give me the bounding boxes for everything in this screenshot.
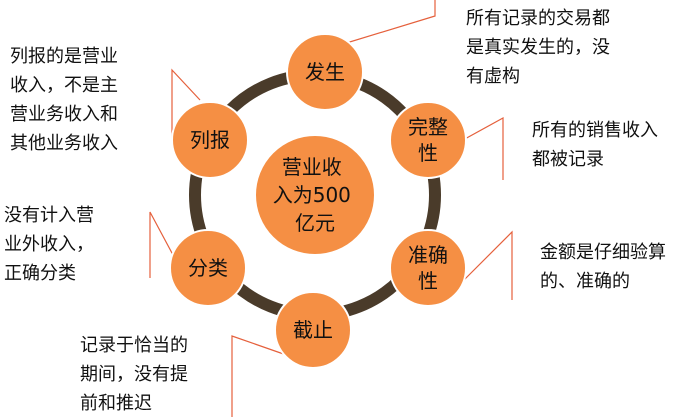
- node-classification-circle: [169, 229, 247, 307]
- node-cutoff-circle: [274, 291, 352, 369]
- center-circle: [254, 134, 376, 256]
- node-accuracy: 准确性: [389, 229, 467, 307]
- note-accuracy: 金额是仔细验算 的、准确的: [540, 242, 666, 292]
- node-classification-label: 分类: [188, 256, 228, 280]
- connector-presentation: [171, 68, 201, 140]
- node-label-line: 性: [418, 269, 438, 293]
- node-classification: 分类: [169, 229, 247, 307]
- center-node: 营业收 入为500 亿元: [254, 134, 376, 256]
- node-accuracy-label: 准确性: [408, 243, 448, 293]
- center-label-line: 营业收: [282, 155, 342, 179]
- node-label-line: 发生: [305, 60, 345, 84]
- node-presentation-circle: [171, 101, 249, 179]
- note-occurrence: 所有记录的交易都 是真实发生的，没 有虚构: [466, 8, 610, 87]
- node-completeness-label: 完整性: [408, 115, 448, 165]
- center-label-line: 入为500: [273, 183, 351, 207]
- node-completeness: 完整性: [389, 101, 467, 179]
- connector-classification: [149, 211, 181, 278]
- node-label-line: 完整: [408, 115, 448, 139]
- note-completeness: 所有的销售收入 都被记录: [532, 120, 658, 170]
- center-label: 营业收 入为500 亿元: [273, 155, 358, 235]
- note-cutoff: 记录于恰当的 期间，没有提 前和推迟: [80, 335, 188, 414]
- node-label-line: 准确: [408, 243, 448, 267]
- connector-accuracy: [461, 230, 513, 300]
- node-cutoff: 截止: [274, 291, 352, 369]
- note-classification: 没有计入营 业外收入， 正确分类: [4, 205, 94, 284]
- node-occurrence-label: 发生: [305, 60, 345, 84]
- node-accuracy-circle: [389, 229, 467, 307]
- node-presentation: 列报: [171, 101, 249, 179]
- note-presentation: 列报的是营业 收入，不是主 营业务收入和 其他业务收入: [10, 46, 118, 154]
- center-label-line: 亿元: [295, 211, 335, 235]
- node-presentation-label: 列报: [190, 128, 230, 152]
- node-occurrence-circle: [286, 33, 364, 111]
- node-label-line: 性: [418, 141, 438, 165]
- node-completeness-circle: [389, 101, 467, 179]
- connector-completeness: [462, 116, 504, 180]
- node-label-line: 列报: [190, 128, 230, 152]
- node-cutoff-label: 截止: [293, 318, 333, 342]
- node-occurrence: 发生: [286, 33, 364, 111]
- connector-occurrence: [329, 0, 436, 49]
- node-label-line: 分类: [188, 256, 228, 280]
- node-label-line: 截止: [293, 318, 333, 342]
